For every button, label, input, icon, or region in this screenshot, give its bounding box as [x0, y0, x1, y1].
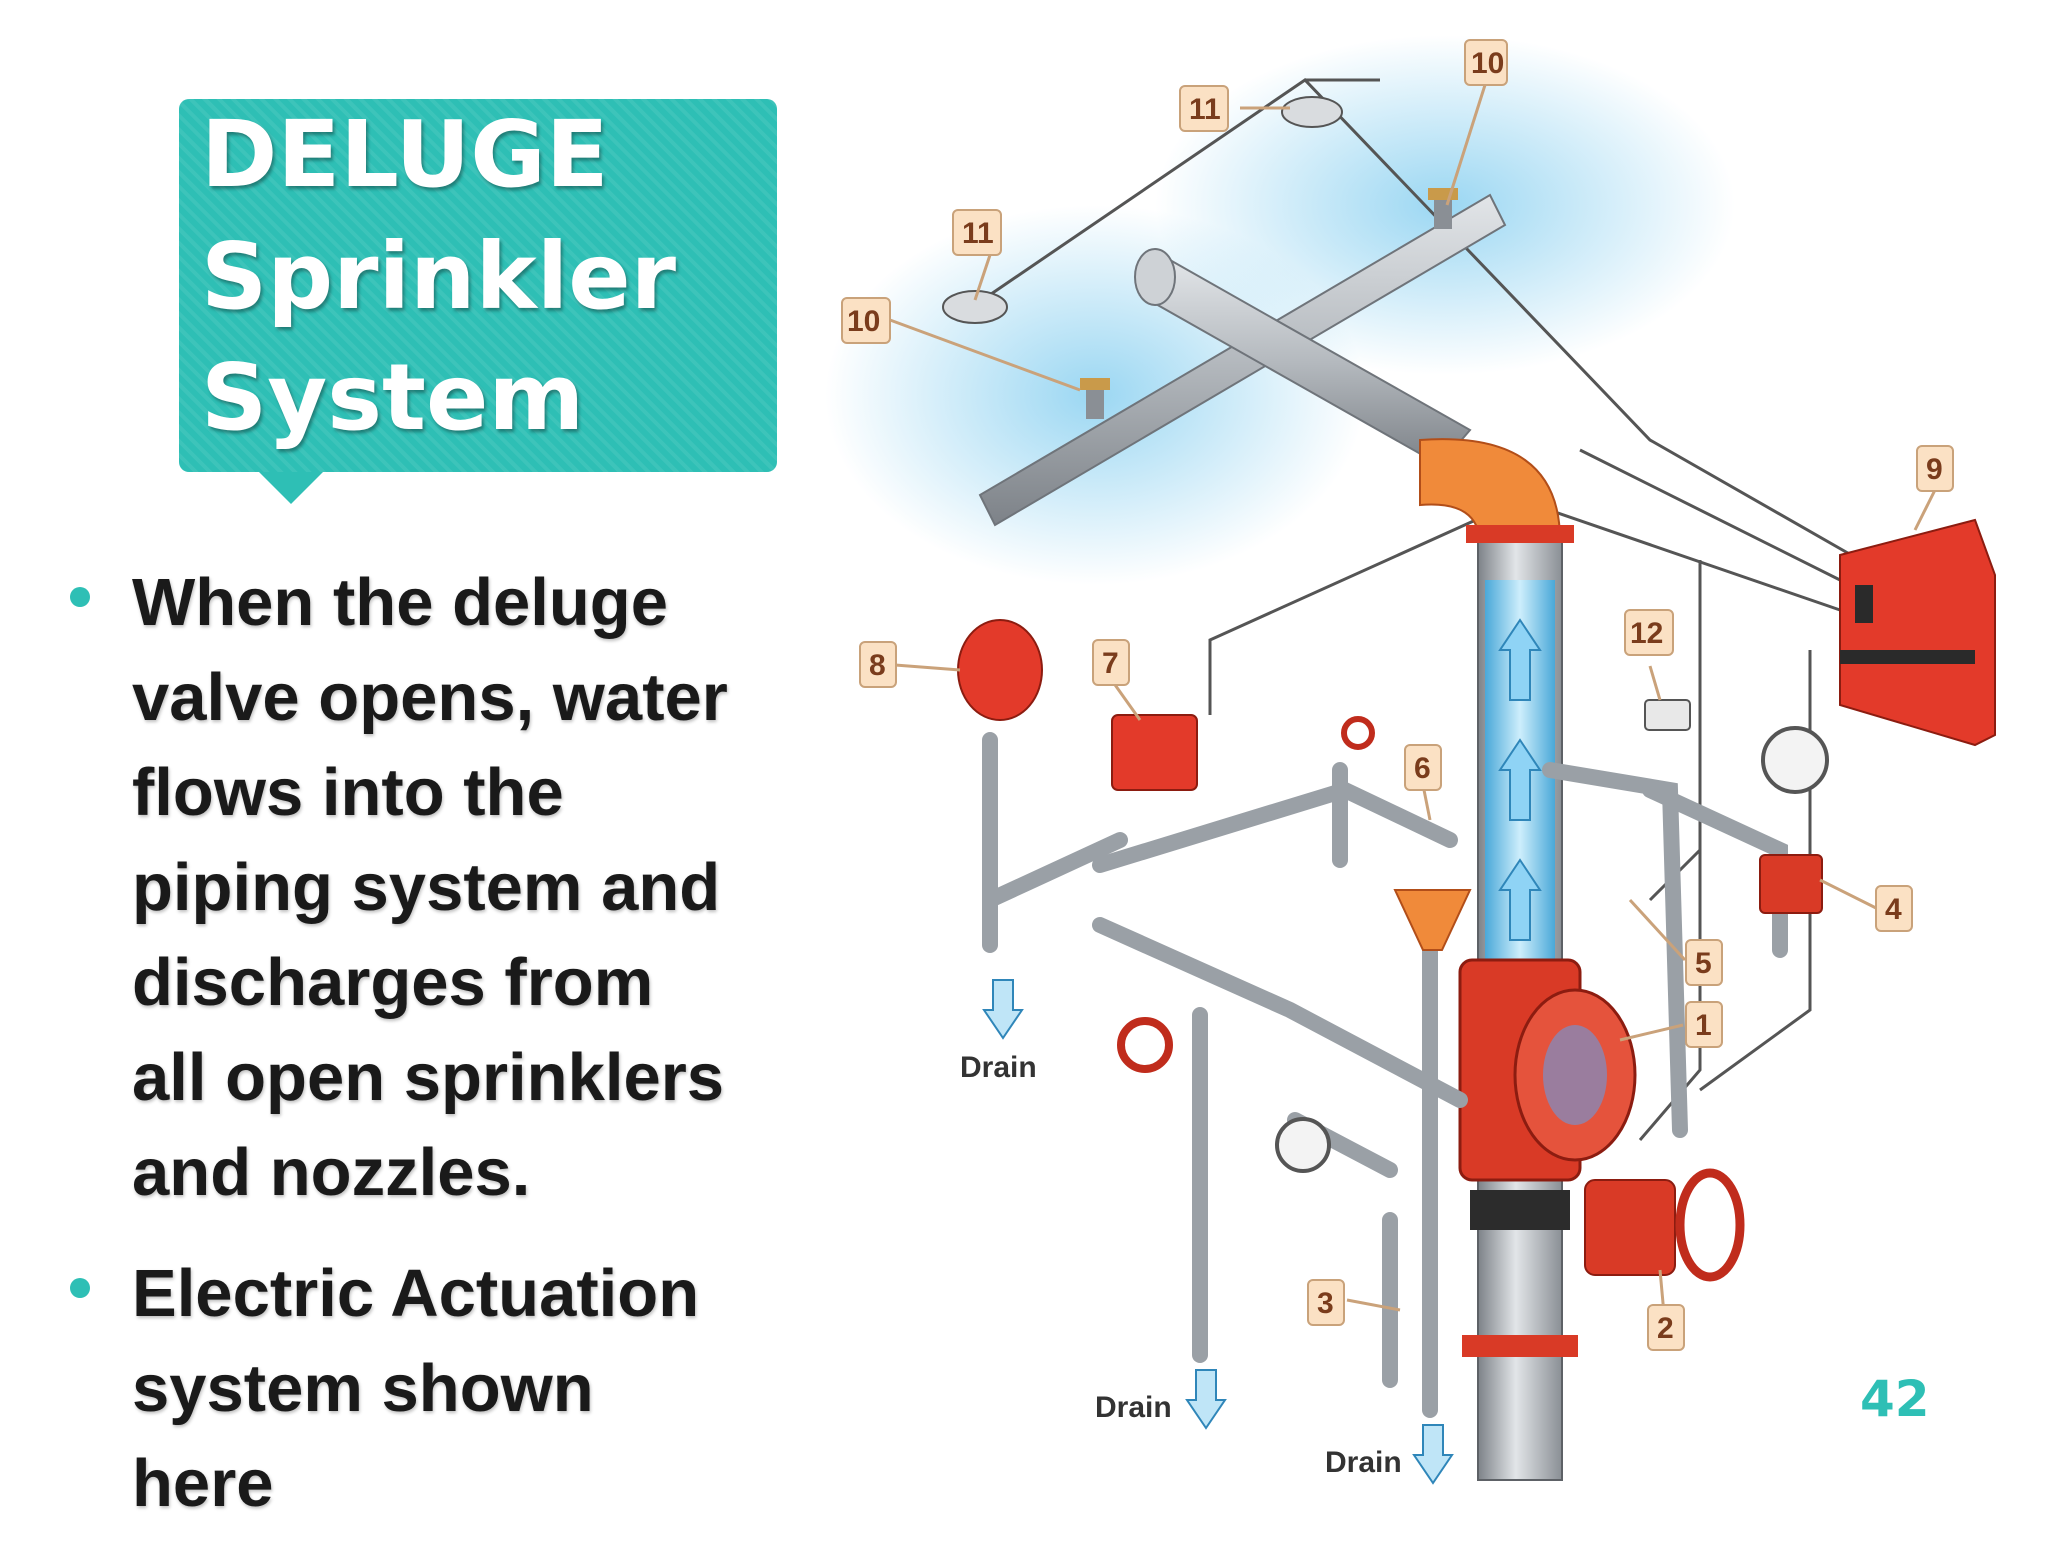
callout-label: 4: [1875, 885, 1913, 932]
bullet-line: When the deluge: [132, 565, 668, 640]
title-line-1: DELUGE: [201, 101, 609, 208]
control-valve-handwheel: [1584, 1168, 1745, 1282]
releasing-control-panel: [1839, 518, 1996, 747]
heat-detector-icon: [942, 290, 1008, 324]
pressure-gauge-icon: [1761, 726, 1829, 794]
callout-label: 8: [859, 641, 897, 688]
heat-detector-icon: [1281, 96, 1343, 128]
svg-text:8: 8: [869, 649, 886, 682]
bullet-line: all open sprinklers: [132, 1040, 725, 1115]
drain-label: Drain: [1325, 1446, 1402, 1479]
sprinkler-head-icon: [1080, 378, 1110, 419]
bullet-line: flows into the: [132, 755, 564, 830]
svg-text:4: 4: [1885, 893, 1902, 926]
deluge-valve: [1458, 958, 1637, 1182]
callout-label: 2: [1647, 1304, 1685, 1351]
alarm-bell: [957, 619, 1043, 721]
bullet-line: Electric Actuation: [132, 1256, 700, 1331]
branch-pipes: [978, 193, 1507, 527]
riser-flange: [1470, 1190, 1570, 1230]
trim-valve-handle: [1117, 1017, 1173, 1073]
svg-text:10: 10: [847, 305, 880, 338]
pressure-switch: [1111, 714, 1198, 791]
slide-number: 42: [1860, 1370, 1930, 1428]
callout-label: 11: [952, 209, 1002, 256]
drain-arrow-icon: [982, 979, 1454, 1485]
svg-text:10: 10: [1471, 47, 1504, 80]
trim-piping: [982, 732, 1788, 1418]
pressure-gauge-icon: [1275, 1117, 1331, 1173]
callout-label: 1: [1685, 1001, 1723, 1048]
drain-label: Drain: [960, 1051, 1037, 1084]
svg-text:9: 9: [1926, 453, 1943, 486]
bullet-dot-icon: [70, 587, 90, 607]
callout-label: 5: [1685, 939, 1723, 986]
callout-label: 9: [1916, 445, 1954, 492]
bullet-item-1: When the deluge valve opens, water flows…: [60, 555, 780, 1220]
callout-label: 10: [841, 297, 891, 344]
flow-arrow-icon: [1498, 618, 1542, 941]
callout-label: 10: [1464, 39, 1508, 86]
bullet-list: When the deluge valve opens, water flows…: [60, 555, 780, 1557]
title-box: DELUGE Sprinkler System: [179, 99, 777, 504]
callout-label: 7: [1092, 639, 1130, 686]
callout-label: 12: [1624, 609, 1674, 656]
svg-text:12: 12: [1630, 617, 1663, 650]
title-line-3: System: [201, 344, 585, 451]
svg-text:1: 1: [1695, 1009, 1712, 1042]
bullet-line: here: [132, 1446, 274, 1521]
svg-text:3: 3: [1317, 1287, 1334, 1320]
bullet-item-2: Electric Actuation system shown here: [60, 1246, 780, 1531]
trim-valve-handle: [1341, 716, 1375, 750]
riser-flange: [1466, 525, 1574, 543]
solenoid-12: [1644, 699, 1691, 731]
svg-text:7: 7: [1102, 647, 1119, 680]
riser-flange: [1462, 1335, 1578, 1357]
svg-text:11: 11: [962, 217, 994, 250]
svg-text:6: 6: [1414, 752, 1431, 785]
bullet-line: valve opens, water: [132, 660, 728, 735]
control-wiring: [974, 78, 1861, 1141]
bullet-line: and nozzles.: [132, 1135, 531, 1210]
drip-funnel: [1393, 889, 1472, 951]
drain-label: Drain: [1095, 1391, 1172, 1424]
bullet-line: discharges from: [132, 945, 654, 1020]
callout-label: 6: [1404, 744, 1442, 791]
callout-label: 11: [1179, 85, 1229, 132]
title-line-2: Sprinkler: [201, 223, 677, 330]
bullet-line: piping system and: [132, 850, 721, 925]
solenoid-valve: [1759, 854, 1823, 914]
svg-text:11: 11: [1189, 93, 1221, 126]
bullet-dot-icon: [70, 1278, 90, 1298]
svg-text:5: 5: [1695, 947, 1712, 980]
bullet-line: system shown: [132, 1351, 594, 1426]
svg-text:2: 2: [1657, 1312, 1674, 1345]
callout-label: 3: [1307, 1279, 1345, 1326]
